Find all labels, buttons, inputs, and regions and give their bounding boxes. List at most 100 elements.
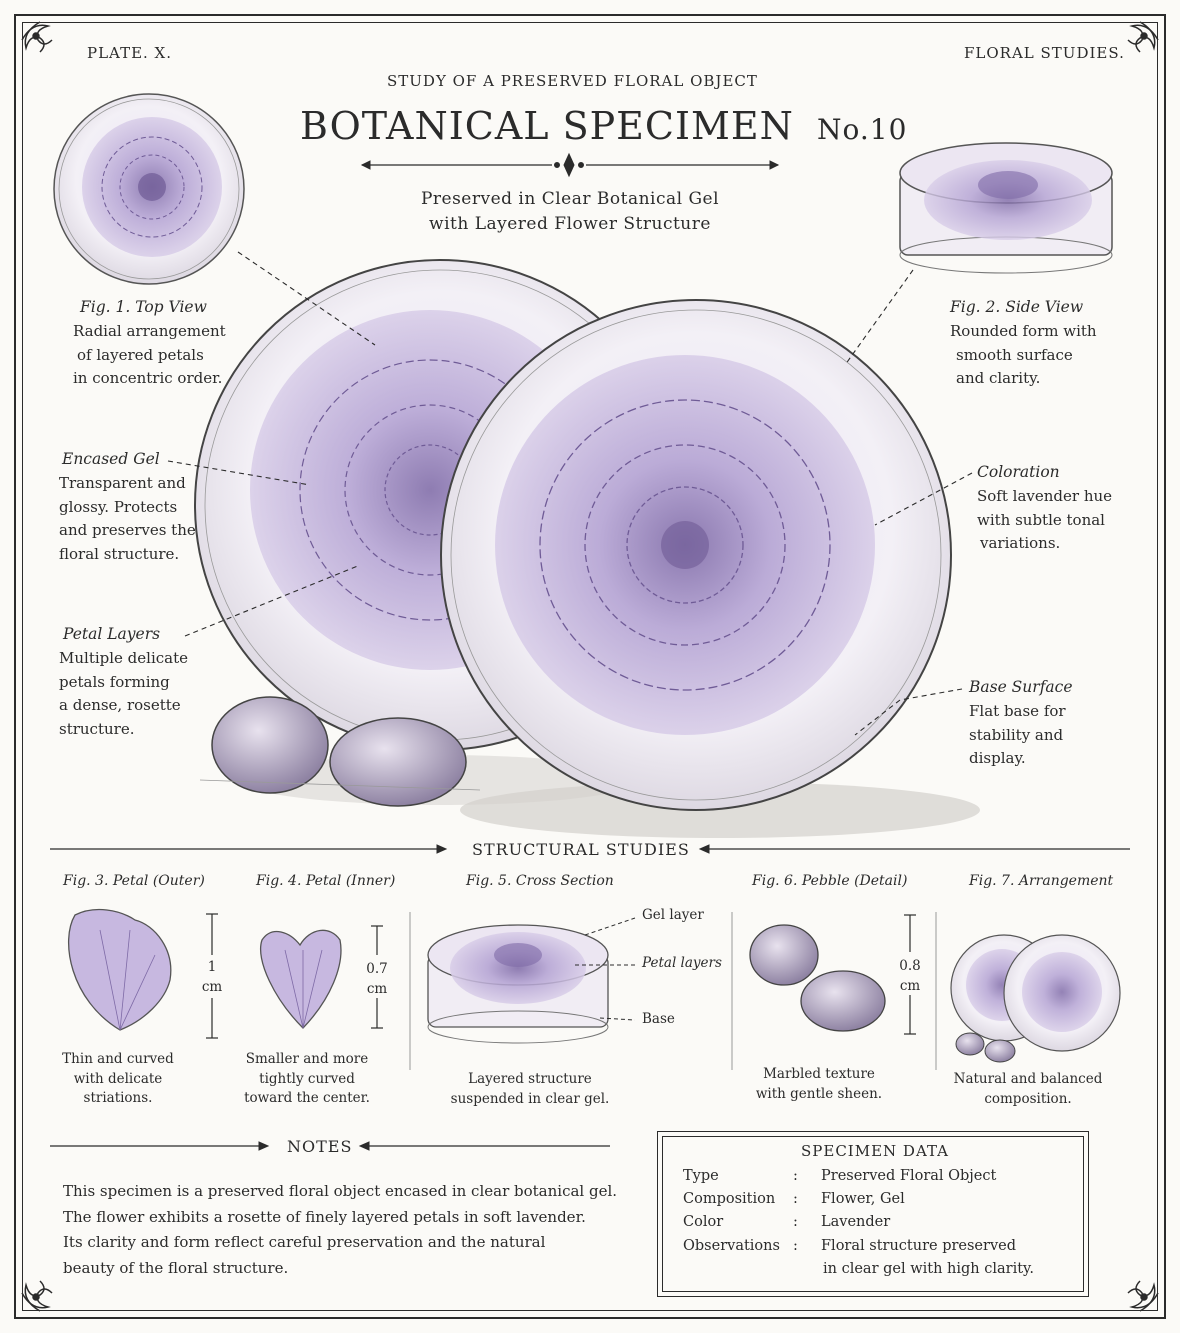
subtitle: Preserved in Clear Botanical Gel with La… xyxy=(400,187,740,237)
annotation-title: Fig. 2. Side View xyxy=(950,298,1084,316)
annotation-line: variations. xyxy=(980,534,1061,552)
annotation-line: Multiple delicate xyxy=(59,649,189,667)
annotation-line: and preserves the xyxy=(59,521,196,539)
fig4-title: Fig. 4. Petal (Inner) xyxy=(256,873,396,889)
annotation-line: Radial arrangement xyxy=(73,322,226,340)
leader-lines xyxy=(167,251,973,736)
data-sep: : xyxy=(793,1191,798,1207)
specimen-number: No.10 xyxy=(817,113,908,146)
annotation-line: Rounded form with xyxy=(950,322,1097,340)
annotation-line: with subtle tonal xyxy=(977,510,1105,529)
fig3-measure-bar xyxy=(206,913,218,1039)
data-sep: : xyxy=(793,1238,798,1254)
annotation-text: Soft lavender hue with subtle tonal vari… xyxy=(977,485,1147,556)
inner-frame xyxy=(22,22,1158,1311)
corner-ornament-icon xyxy=(21,21,1159,1312)
series-label: FLORAL STUDIES. xyxy=(964,44,1125,62)
fig3-title: Fig. 3. Petal (Outer) xyxy=(63,873,205,889)
subtitle-line: with Layered Flower Structure xyxy=(429,214,711,234)
caption-line: toward the center. xyxy=(244,1090,370,1106)
annotation-title: Coloration xyxy=(977,463,1060,481)
data-key-observations: Observations xyxy=(683,1238,780,1254)
caption-line: with gentle sheen. xyxy=(755,1085,883,1102)
data-value-type: Preserved Floral Object xyxy=(821,1168,997,1184)
annotation-line: Flat base for xyxy=(969,702,1066,720)
caption-line: Natural and balanced xyxy=(953,1071,1103,1087)
annotation-fig1: Fig. 1. Top View Radial arrangement of l… xyxy=(73,298,263,391)
kicker: STUDY OF A PRESERVED FLORAL OBJECT xyxy=(387,72,758,90)
page-title-main: BOTANICAL SPECIMEN xyxy=(300,104,794,148)
notes-heading: NOTES xyxy=(287,1137,353,1156)
fig3-caption: Thin and curved with delicate striations… xyxy=(48,1050,188,1109)
annotation-text: Flat base for stability and display. xyxy=(969,700,1139,771)
fig1-top-view-image xyxy=(53,93,245,285)
annotation-line: glossy. Protects xyxy=(59,497,178,516)
specimen-data-heading: SPECIMEN DATA xyxy=(801,1142,949,1160)
fig3-outer-petal-image xyxy=(68,908,172,1031)
title-divider xyxy=(360,152,780,178)
fig3-measure: 1 cm xyxy=(198,958,226,997)
caption-line: Marbled texture xyxy=(763,1066,875,1082)
structural-column-separators xyxy=(409,912,937,1070)
data-value-composition: Flower, Gel xyxy=(821,1191,905,1207)
caption-line: Thin and curved xyxy=(62,1051,174,1067)
main-specimen-front-image xyxy=(440,299,980,838)
data-value-color: Lavender xyxy=(821,1214,891,1230)
caption-line: Smaller and more xyxy=(245,1051,369,1067)
specimen-data-box-inner xyxy=(662,1136,1084,1292)
notes-divider xyxy=(50,1141,610,1151)
notes-line: Its clarity and form reflect careful pre… xyxy=(63,1233,546,1251)
annotation-fig2: Fig. 2. Side View Rounded form with smoo… xyxy=(950,298,1140,391)
data-sep: : xyxy=(793,1214,798,1230)
specimen-data-box xyxy=(657,1131,1089,1297)
notes-body: This specimen is a preserved floral obje… xyxy=(63,1179,623,1281)
structural-heading: STRUCTURAL STUDIES xyxy=(472,840,690,859)
annotation-text: Multiple delicate petals forming a dense… xyxy=(59,647,249,741)
data-key-type: Type xyxy=(683,1168,719,1184)
caption-line: with delicate xyxy=(73,1070,163,1087)
fig5-cross-section-image xyxy=(427,924,609,1044)
fig6-measure-bar xyxy=(904,914,916,1035)
subtitle-line: Preserved in Clear Botanical Gel xyxy=(420,189,720,209)
fig7-title: Fig. 7. Arrangement xyxy=(969,873,1114,889)
fig2-side-view-image xyxy=(899,142,1113,274)
caption-line: Layered structure xyxy=(468,1071,592,1087)
fig6-pebble-detail-image xyxy=(749,924,886,1032)
measure-value: 0.7 xyxy=(366,961,388,977)
page-title: BOTANICAL SPECIMEN No.10 xyxy=(300,104,907,148)
annotation-coloration: Coloration Soft lavender hue with subtle… xyxy=(977,463,1147,556)
measure-value: 1 xyxy=(207,959,217,975)
outer-frame xyxy=(14,14,1166,1319)
annotation-line: in concentric order. xyxy=(73,369,223,387)
annotation-line: display. xyxy=(969,749,1026,767)
data-value-observations: Floral structure preserved xyxy=(821,1238,1016,1254)
fig4-inner-petal-image xyxy=(260,929,342,1029)
annotation-encased-gel: Encased Gel Transparent and glossy. Prot… xyxy=(59,450,249,566)
annotation-line: and clarity. xyxy=(956,369,1041,387)
fig4-measure: 0.7 cm xyxy=(360,960,394,999)
fig7-arrangement-image xyxy=(950,934,1121,1063)
annotation-line: stability and xyxy=(969,725,1064,744)
caption-line: striations. xyxy=(83,1090,153,1106)
caption-line: tightly curved xyxy=(259,1070,355,1087)
fig5-label-petals: Petal layers xyxy=(642,955,722,971)
annotation-text: Radial arrangement of layered petals in … xyxy=(73,320,263,391)
notes-line: The flower exhibits a rosette of finely … xyxy=(63,1207,586,1226)
fig6-measure: 0.8 cm xyxy=(893,957,927,996)
annotation-line: structure. xyxy=(59,719,135,738)
measure-unit: cm xyxy=(201,978,223,995)
annotation-title: Encased Gel xyxy=(62,450,160,468)
annotation-line: Soft lavender hue xyxy=(977,487,1113,505)
annotation-line: petals forming xyxy=(59,672,170,691)
annotation-petal-layers: Petal Layers Multiple delicate petals fo… xyxy=(59,625,249,741)
annotation-title: Petal Layers xyxy=(63,625,161,643)
fig6-caption: Marbled texture with gentle sheen. xyxy=(744,1065,894,1104)
annotation-text: Rounded form with smooth surface and cla… xyxy=(950,320,1140,391)
annotation-line: a dense, rosette xyxy=(59,696,181,714)
data-value-observations-2: in clear gel with high clarity. xyxy=(823,1261,1034,1277)
caption-line: composition. xyxy=(984,1090,1072,1107)
annotation-line: smooth surface xyxy=(956,345,1073,364)
fig7-caption: Natural and balanced composition. xyxy=(948,1070,1108,1109)
data-sep: : xyxy=(793,1168,798,1184)
